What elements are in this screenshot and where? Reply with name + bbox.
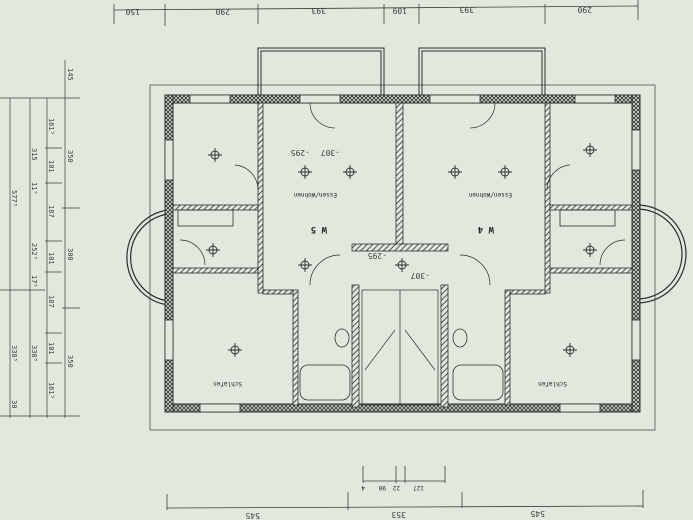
left-dim-inner-1: 161⁵	[47, 118, 55, 135]
left-dim-extra-7: 338⁵	[10, 345, 18, 362]
left-dim-outer-2: 350	[66, 150, 74, 163]
top-dim-6: 290	[577, 5, 592, 14]
kitchen-counters	[177, 209, 616, 401]
room-label-w4-bedroom: Schlafen	[538, 380, 567, 387]
top-dim-4: 109	[392, 6, 407, 15]
door-swings	[179, 102, 626, 286]
top-dim-1: 150	[125, 7, 140, 16]
bottom-small-dim-1: 4	[361, 484, 365, 491]
bottom-small-dim-3: 22	[392, 484, 400, 491]
room-label-w4-living: Essen/Wohnen	[468, 191, 512, 198]
left-dim-inner-6: 101	[47, 342, 55, 355]
left-dim-inner-4: 101	[47, 252, 55, 265]
bottom-dimension-chain	[166, 466, 644, 510]
room-label-w5-living: Essen/Wohnen	[293, 191, 337, 198]
unit-label-w5: W 5	[311, 224, 327, 234]
level-mark-4: -307	[411, 271, 430, 280]
top-dim-2: 290	[215, 7, 230, 16]
left-dimension-chains	[0, 60, 80, 418]
left-dim-outer-1: 145	[66, 68, 74, 81]
bottom-dim-2: 353	[391, 510, 406, 519]
left-dim-extra-4: 17⁵	[30, 275, 38, 288]
windows	[164, 94, 641, 413]
left-dim-outer-3: 300	[66, 248, 74, 261]
left-dim-inner-3: 187	[47, 205, 55, 218]
bottom-small-dim-2: 90	[378, 484, 386, 491]
bottom-dim-3: 545	[530, 509, 545, 518]
left-dim-inner-5: 187	[47, 295, 55, 308]
left-dim-outer-4: 350	[66, 355, 74, 368]
left-dim-inner-2: 101	[47, 160, 55, 173]
balconies	[257, 47, 546, 97]
staircase	[361, 289, 439, 406]
level-mark-2: -307	[321, 148, 340, 157]
bay-windows	[126, 204, 687, 306]
top-dim-3: 393	[311, 6, 326, 15]
left-dim-extra-2: 11⁵	[30, 182, 38, 195]
level-mark-3: -295	[368, 251, 387, 260]
left-dim-extra-8: 30	[10, 400, 18, 408]
left-dim-extra-6: 577⁵	[10, 190, 18, 207]
unit-label-w4: W 4	[477, 224, 494, 234]
bottom-dim-1: 545	[245, 511, 260, 520]
top-dim-5: 393	[459, 5, 474, 14]
interior-walls	[172, 102, 633, 408]
left-dim-extra-3: 252⁵	[30, 243, 38, 260]
level-mark-1: -295	[291, 148, 310, 157]
bottom-small-dim-4: 127	[413, 484, 424, 491]
outer-guide-frame	[149, 84, 656, 431]
left-dim-extra-1: 315	[30, 148, 38, 161]
room-label-w5-bedroom: Schlafen	[213, 380, 242, 387]
ceiling-light-symbols	[206, 143, 597, 357]
left-dim-inner-7: 161⁵	[47, 382, 55, 399]
left-dim-extra-5: 338⁵	[30, 345, 38, 362]
top-dimension-chain	[113, 0, 639, 26]
